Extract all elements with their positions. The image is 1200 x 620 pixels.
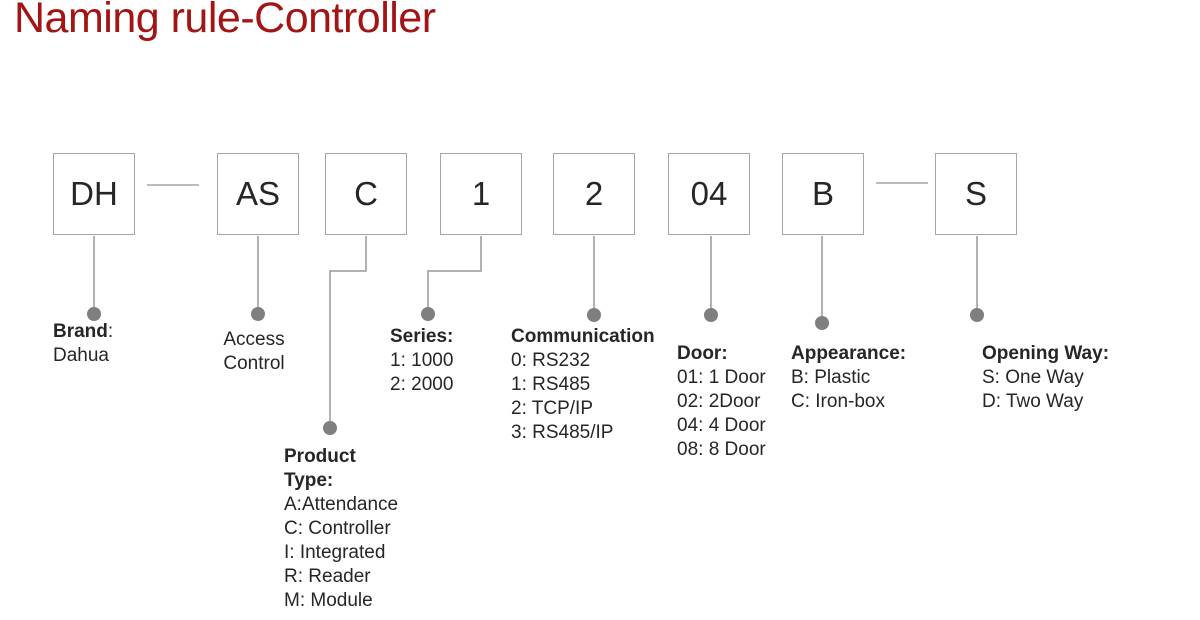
label-line: C: Iron-box	[791, 391, 885, 412]
label-communication: Communication 0: RS232 1: RS485 2: TCP/I…	[511, 325, 655, 445]
label-line: R: Reader	[284, 566, 371, 587]
label-series-heading: Series:	[390, 326, 454, 347]
dot-opening-way	[970, 308, 984, 322]
dot-appearance	[815, 316, 829, 330]
label-line: Dahua	[53, 345, 109, 366]
label-line: 2: 2000	[390, 374, 454, 395]
label-line: D: Two Way	[982, 391, 1084, 412]
dot-brand	[87, 307, 101, 321]
dot-series	[421, 307, 435, 321]
dot-access	[251, 307, 265, 321]
label-series: Series: 1: 1000 2: 2000	[390, 325, 453, 397]
label-line: 04: 4 Door	[677, 415, 766, 436]
code-box-as: AS	[217, 153, 299, 235]
label-line: S: One Way	[982, 367, 1084, 388]
label-line: B: Plastic	[791, 367, 871, 388]
code-box-s: S	[935, 153, 1017, 235]
dot-product-type	[323, 421, 337, 435]
label-line: I: Integrated	[284, 542, 386, 563]
label-line: A:Attendance	[284, 494, 399, 515]
label-brand: Brand: Dahua	[53, 320, 113, 368]
label-appearance: Appearance: B: Plastic C: Iron-box	[791, 342, 906, 414]
label-line: 01: 1 Door	[677, 367, 766, 388]
code-box-2: 2	[553, 153, 635, 235]
label-door-heading: Door:	[677, 343, 728, 364]
label-access-control: Access Control	[206, 328, 302, 376]
label-product-type: Product Type: A:Attendance C: Controller…	[284, 445, 398, 613]
code-box-c: C	[325, 153, 407, 235]
code-box-b: B	[782, 153, 864, 235]
dot-door	[704, 308, 718, 322]
label-line: 02: 2Door	[677, 391, 761, 412]
label-line: 2: TCP/IP	[511, 398, 594, 419]
label-line: 0: RS232	[511, 350, 591, 371]
wire-product-type	[329, 236, 367, 421]
label-brand-heading: Brand:	[53, 321, 114, 342]
code-box-04: 04	[668, 153, 750, 235]
label-line: 1: 1000	[390, 350, 454, 371]
label-communication-heading: Communication	[511, 326, 655, 347]
dot-communication	[587, 308, 601, 322]
wire-series	[427, 236, 482, 307]
label-door: Door: 01: 1 Door 02: 2Door 04: 4 Door 08…	[677, 342, 766, 462]
label-line: 3: RS485/IP	[511, 422, 614, 443]
label-line: C: Controller	[284, 518, 391, 539]
label-line: 1: RS485	[511, 374, 591, 395]
label-opening-way-heading: Opening Way:	[982, 343, 1110, 364]
label-line: Control	[223, 353, 285, 374]
label-line: 08: 8 Door	[677, 439, 766, 460]
label-opening-way: Opening Way: S: One Way D: Two Way	[982, 342, 1109, 414]
label-line: M: Module	[284, 590, 373, 611]
page-title: Naming rule-Controller	[14, 0, 436, 42]
label-line: Access	[223, 329, 285, 350]
code-box-dh: DH	[53, 153, 135, 235]
label-appearance-heading: Appearance:	[791, 343, 907, 364]
code-box-1: 1	[440, 153, 522, 235]
label-product-type-heading: Product Type:	[284, 446, 356, 491]
